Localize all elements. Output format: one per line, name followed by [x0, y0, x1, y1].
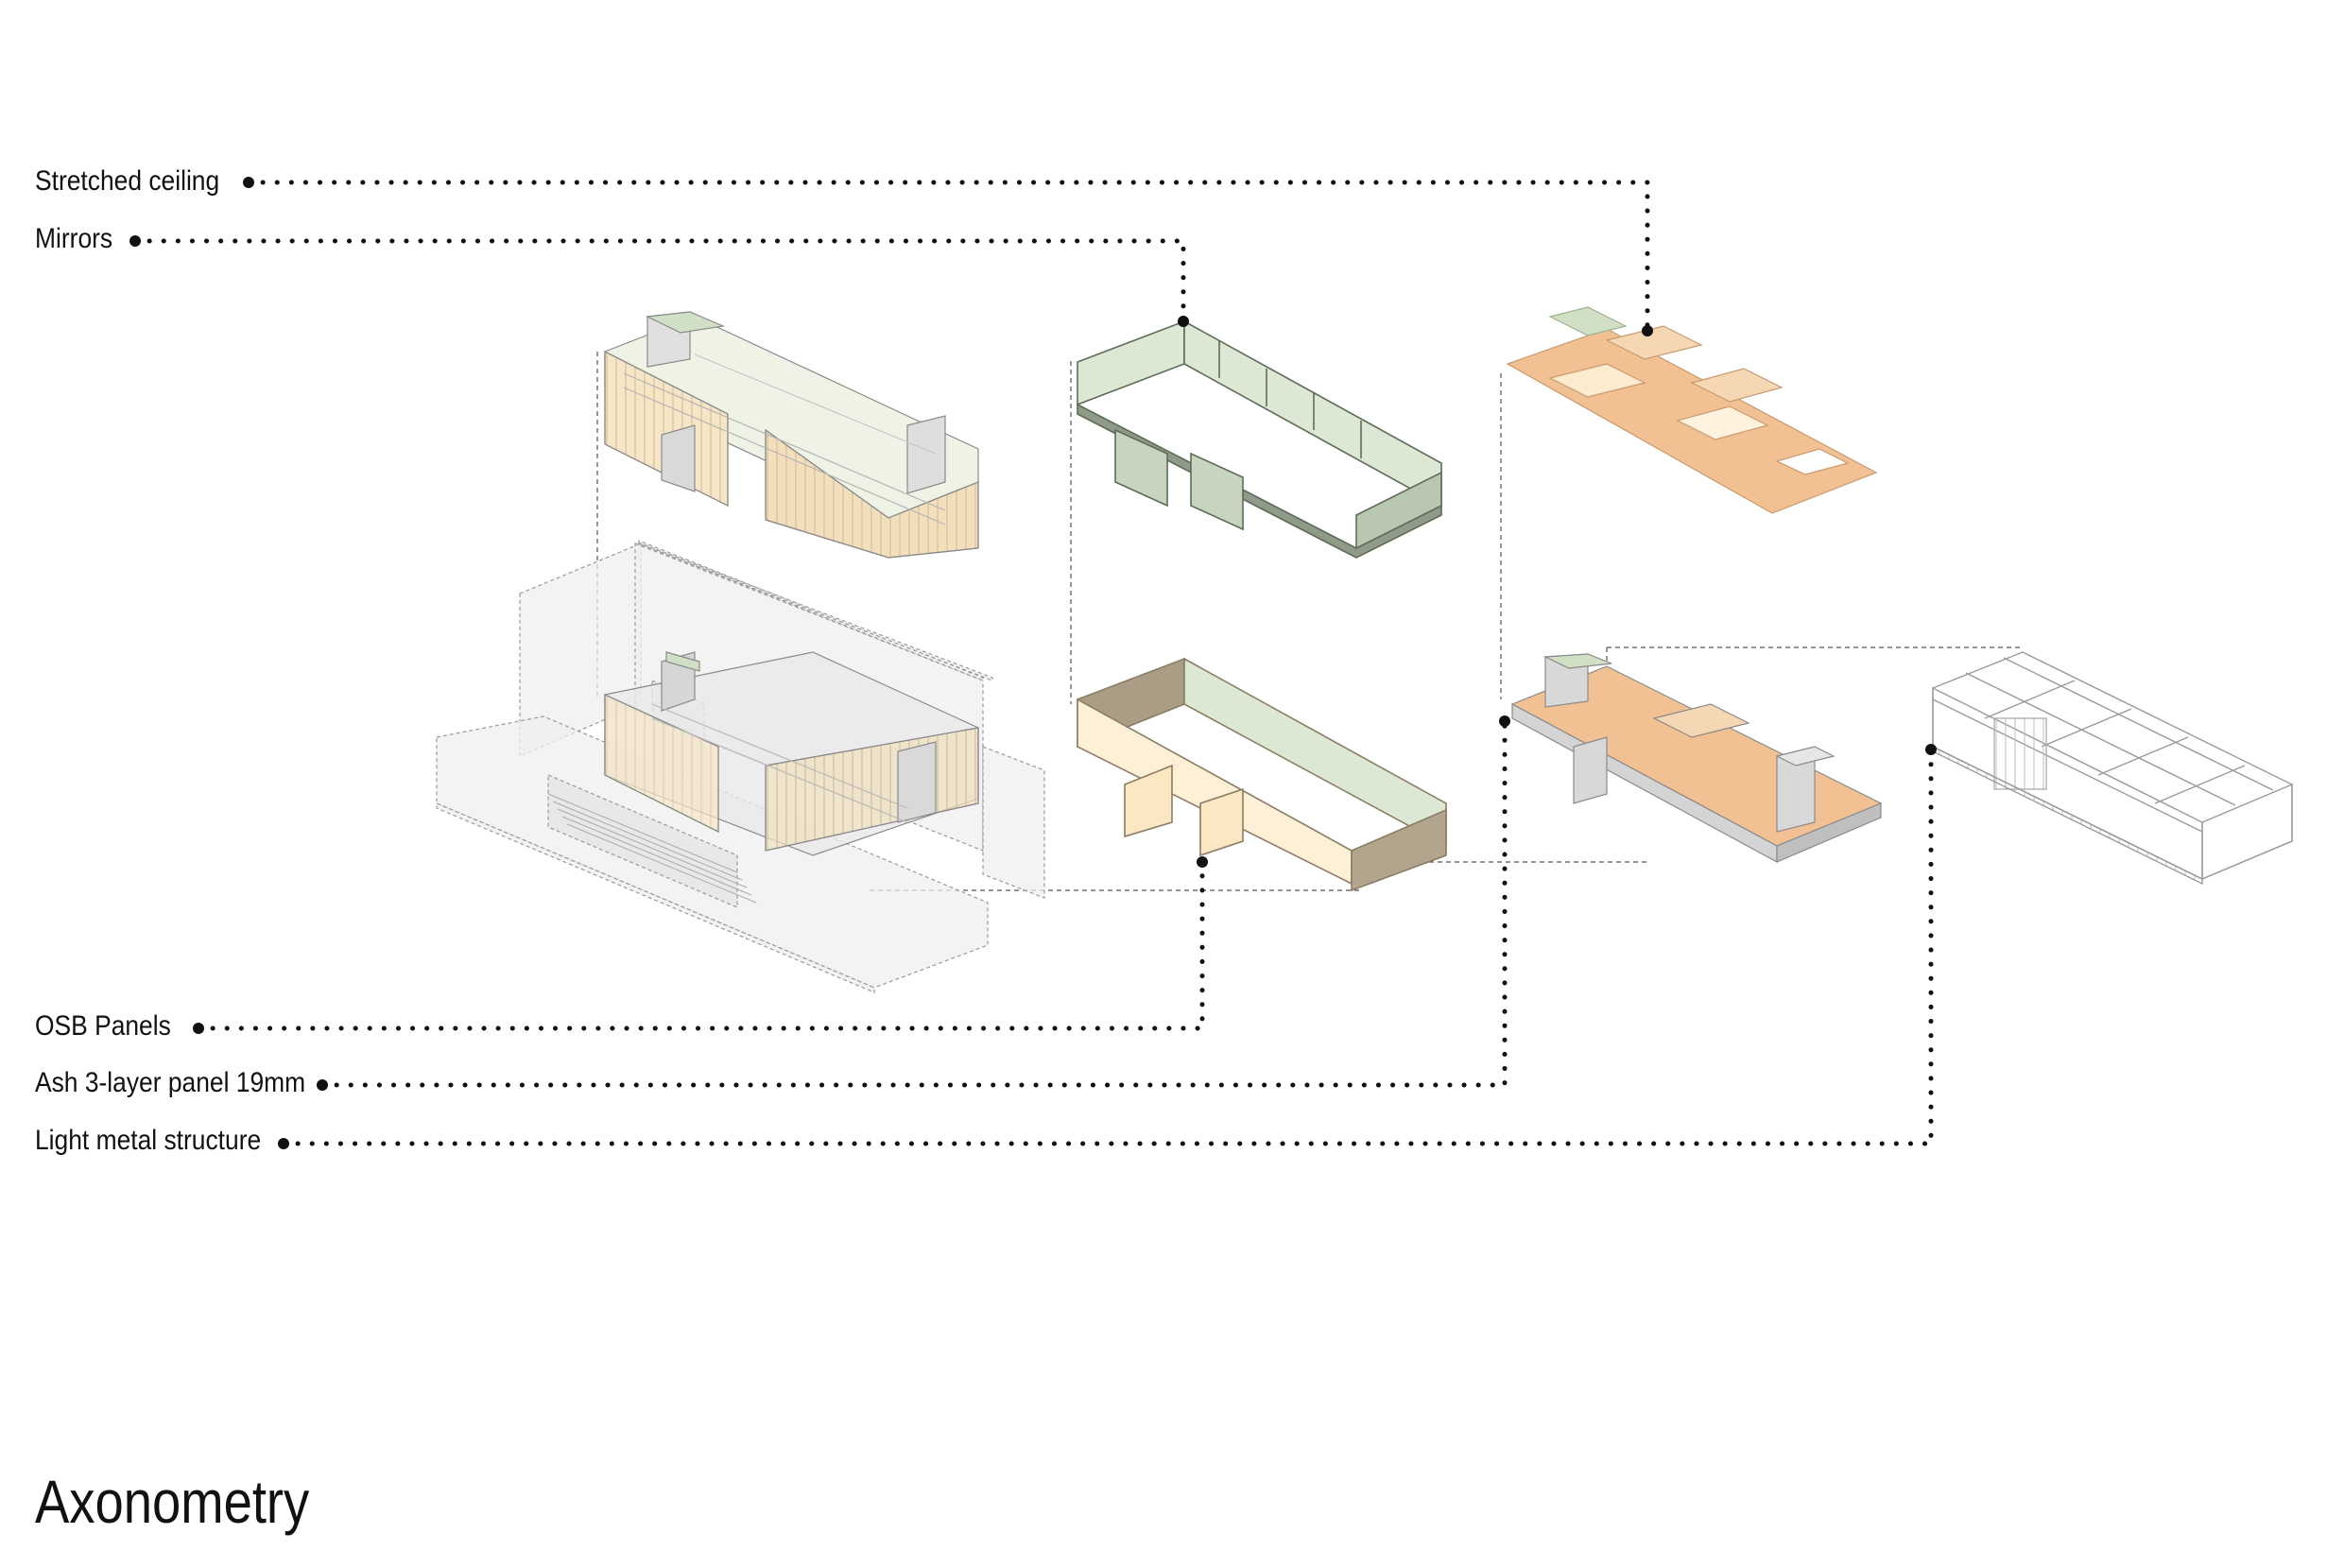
stretched-ceiling-layer: [1506, 306, 1878, 514]
leader-light-metal: [281, 747, 1934, 1146]
dot-ash-end: [1499, 715, 1510, 727]
leader-dots: [129, 177, 1937, 1149]
dot-osb-start: [193, 1023, 204, 1034]
assembled-insert: [604, 651, 979, 856]
leader-ash-panel: [319, 718, 1508, 1088]
dot-ash-start: [317, 1079, 328, 1091]
dot-mirrors-end: [1178, 316, 1189, 327]
dot-metal-start: [278, 1138, 289, 1149]
insert-exploded: [604, 311, 979, 559]
leader-lines: [132, 180, 1934, 1146]
mirrors-layer: [1077, 319, 1442, 559]
leader-mirrors: [132, 238, 1186, 322]
dot-stretched-ceiling-end: [1642, 325, 1653, 336]
dot-osb-end: [1197, 856, 1208, 868]
leader-stretched-ceiling: [246, 180, 1650, 332]
page-title: Axonometry: [35, 1468, 310, 1536]
ash-panel-layer: [1510, 653, 1883, 864]
label-light-metal: Light metal structure: [35, 1125, 262, 1156]
dot-stretched-ceiling-start: [243, 177, 254, 188]
label-mirrors: Mirrors: [35, 223, 113, 254]
dot-metal-end: [1925, 744, 1937, 755]
dot-mirrors-start: [129, 235, 141, 247]
label-osb-panels: OSB Panels: [35, 1010, 171, 1042]
osb-layer: [1077, 657, 1447, 892]
label-stretched-ceiling: Stretched ceiling: [35, 165, 220, 197]
label-ash-panel: Ash 3-layer panel 19mm: [35, 1067, 306, 1098]
leader-osb-panels: [196, 859, 1205, 1031]
existing-building-stairs: [547, 793, 757, 904]
metal-structure-layer: [1932, 651, 2293, 886]
